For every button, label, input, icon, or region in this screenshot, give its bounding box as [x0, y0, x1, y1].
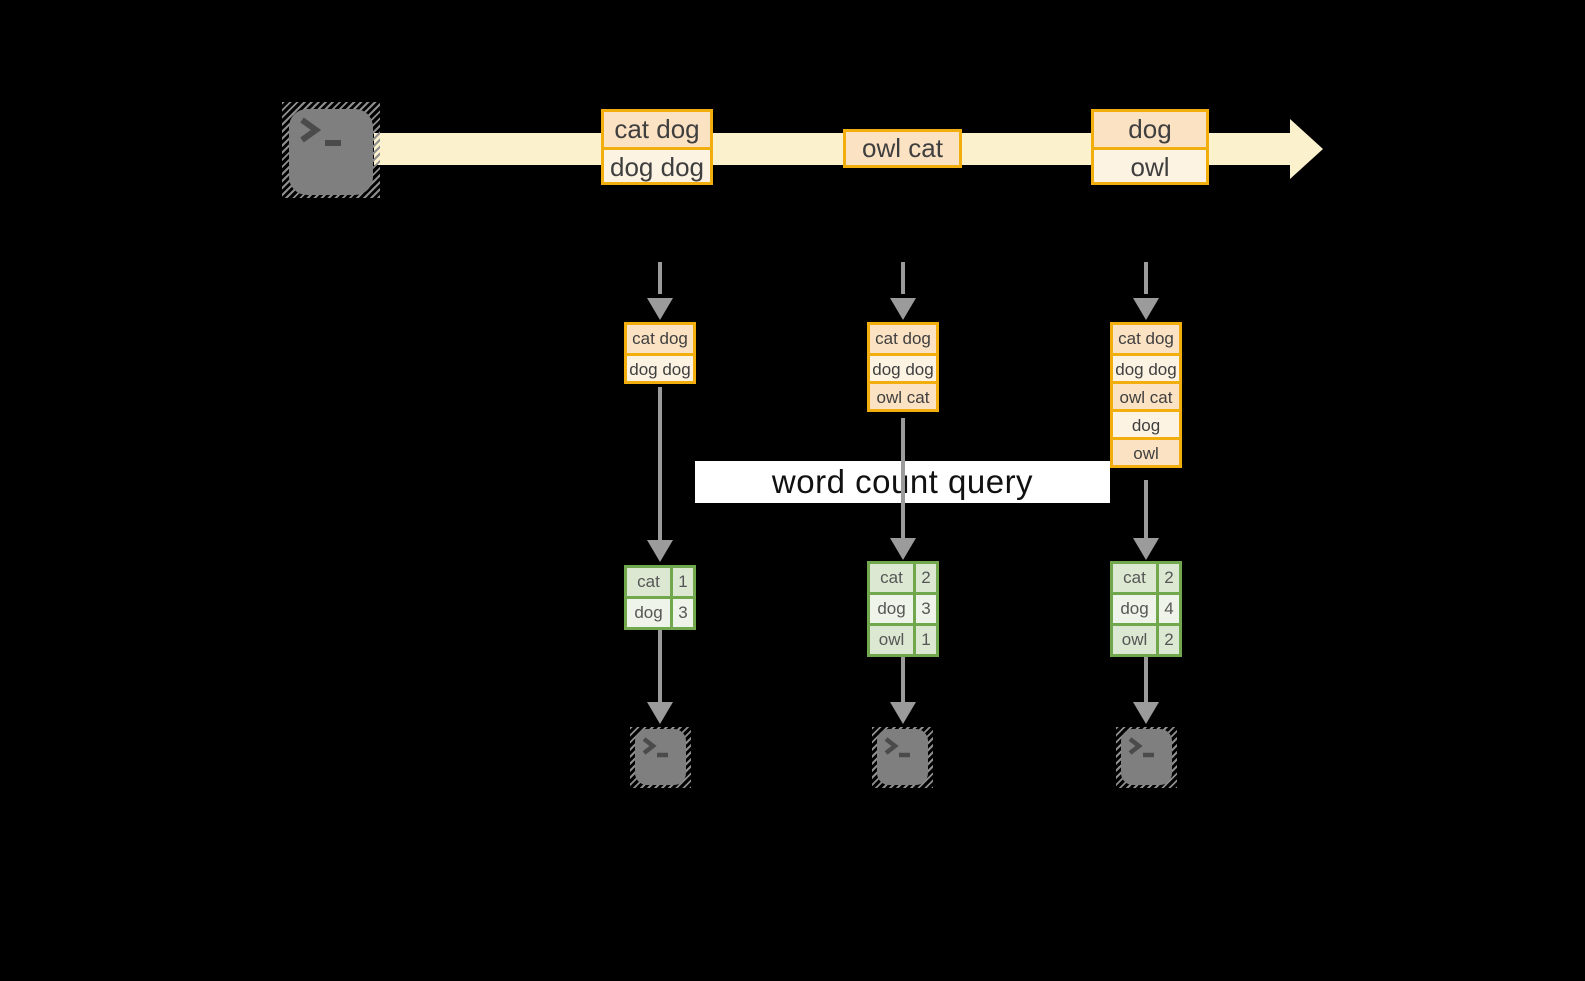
count-word: dog — [1113, 595, 1156, 623]
terminal-prompt-icon — [1128, 737, 1154, 758]
count-value: 4 — [1159, 595, 1179, 623]
terminal-prompt-icon — [642, 737, 668, 758]
buffer-stack: cat dog dog dog — [624, 322, 696, 384]
count-row: owl 1 — [870, 626, 936, 654]
flow-arrow-stem — [1144, 480, 1148, 538]
count-row: cat 2 — [1113, 564, 1179, 592]
flow-arrowhead-icon — [647, 540, 673, 562]
output-terminal-icon — [630, 727, 691, 788]
ingest-arrowhead-icon — [647, 298, 673, 320]
terminal-prompt-icon — [300, 117, 341, 146]
message-line: dog — [1094, 112, 1206, 147]
buffer-stack: cat dog dog dog owl cat dog owl — [1110, 322, 1182, 468]
terminal-screen — [635, 729, 686, 785]
buffer-line: dog — [1113, 409, 1179, 437]
stream-message-box: dog owl — [1091, 109, 1209, 185]
stream-message-box: owl cat — [843, 129, 962, 168]
count-value: 1 — [673, 568, 693, 596]
count-row: dog 3 — [870, 595, 936, 623]
stream-message-box: cat dog dog dog — [601, 109, 713, 185]
buffer-line: dog dog — [627, 353, 693, 381]
terminal-screen — [1121, 729, 1172, 785]
count-word: cat — [1113, 564, 1156, 592]
output-arrowhead-icon — [890, 702, 916, 724]
count-value: 2 — [916, 564, 936, 592]
output-arrowhead-icon — [647, 702, 673, 724]
count-table: cat 2 dog 4 owl 2 — [1110, 561, 1182, 657]
flow-arrowhead-icon — [1133, 538, 1159, 560]
ingest-arrowhead-icon — [1133, 298, 1159, 320]
count-table: cat 1 dog 3 — [624, 565, 696, 630]
buffer-line: cat dog — [870, 325, 936, 353]
buffer-line: owl — [1113, 437, 1179, 465]
count-value: 2 — [1159, 626, 1179, 654]
count-word: dog — [870, 595, 913, 623]
ingest-arrow-stem — [658, 262, 662, 294]
count-value: 3 — [916, 595, 936, 623]
buffer-line: dog dog — [870, 353, 936, 381]
flow-arrow-stem — [658, 387, 662, 540]
count-row: cat 1 — [627, 568, 693, 596]
count-value: 2 — [1159, 564, 1179, 592]
message-line: owl cat — [846, 132, 959, 165]
count-row: cat 2 — [870, 564, 936, 592]
output-arrowhead-icon — [1133, 702, 1159, 724]
terminal-prompt-icon — [884, 737, 910, 758]
output-terminal-icon — [1116, 727, 1177, 788]
output-arrow-stem — [1144, 657, 1148, 702]
source-terminal-icon — [282, 102, 380, 198]
message-line: cat dog — [604, 112, 710, 147]
count-word: cat — [627, 568, 670, 596]
message-line: dog dog — [604, 147, 710, 182]
buffer-line: owl cat — [1113, 381, 1179, 409]
count-row: dog 3 — [627, 599, 693, 627]
ingest-arrow-stem — [901, 262, 905, 294]
count-row: dog 4 — [1113, 595, 1179, 623]
ingest-arrowhead-icon — [890, 298, 916, 320]
count-word: owl — [870, 626, 913, 654]
count-word: cat — [870, 564, 913, 592]
terminal-screen — [877, 729, 928, 785]
output-arrow-stem — [901, 657, 905, 702]
output-arrow-stem — [658, 630, 662, 702]
count-row: owl 2 — [1113, 626, 1179, 654]
count-word: owl — [1113, 626, 1156, 654]
terminal-screen — [289, 109, 373, 195]
output-terminal-icon — [872, 727, 933, 788]
count-table: cat 2 dog 3 owl 1 — [867, 561, 939, 657]
buffer-line: owl cat — [870, 381, 936, 409]
buffer-line: cat dog — [627, 325, 693, 353]
count-value: 3 — [673, 599, 693, 627]
stream-arrowhead-icon — [1290, 119, 1323, 179]
flow-arrowhead-icon — [890, 538, 916, 560]
buffer-line: dog dog — [1113, 353, 1179, 381]
message-line: owl — [1094, 147, 1206, 182]
count-value: 1 — [916, 626, 936, 654]
ingest-arrow-stem — [1144, 262, 1148, 294]
buffer-stack: cat dog dog dog owl cat — [867, 322, 939, 412]
count-word: dog — [627, 599, 670, 627]
flow-arrow-stem — [901, 418, 905, 538]
buffer-line: cat dog — [1113, 325, 1179, 353]
